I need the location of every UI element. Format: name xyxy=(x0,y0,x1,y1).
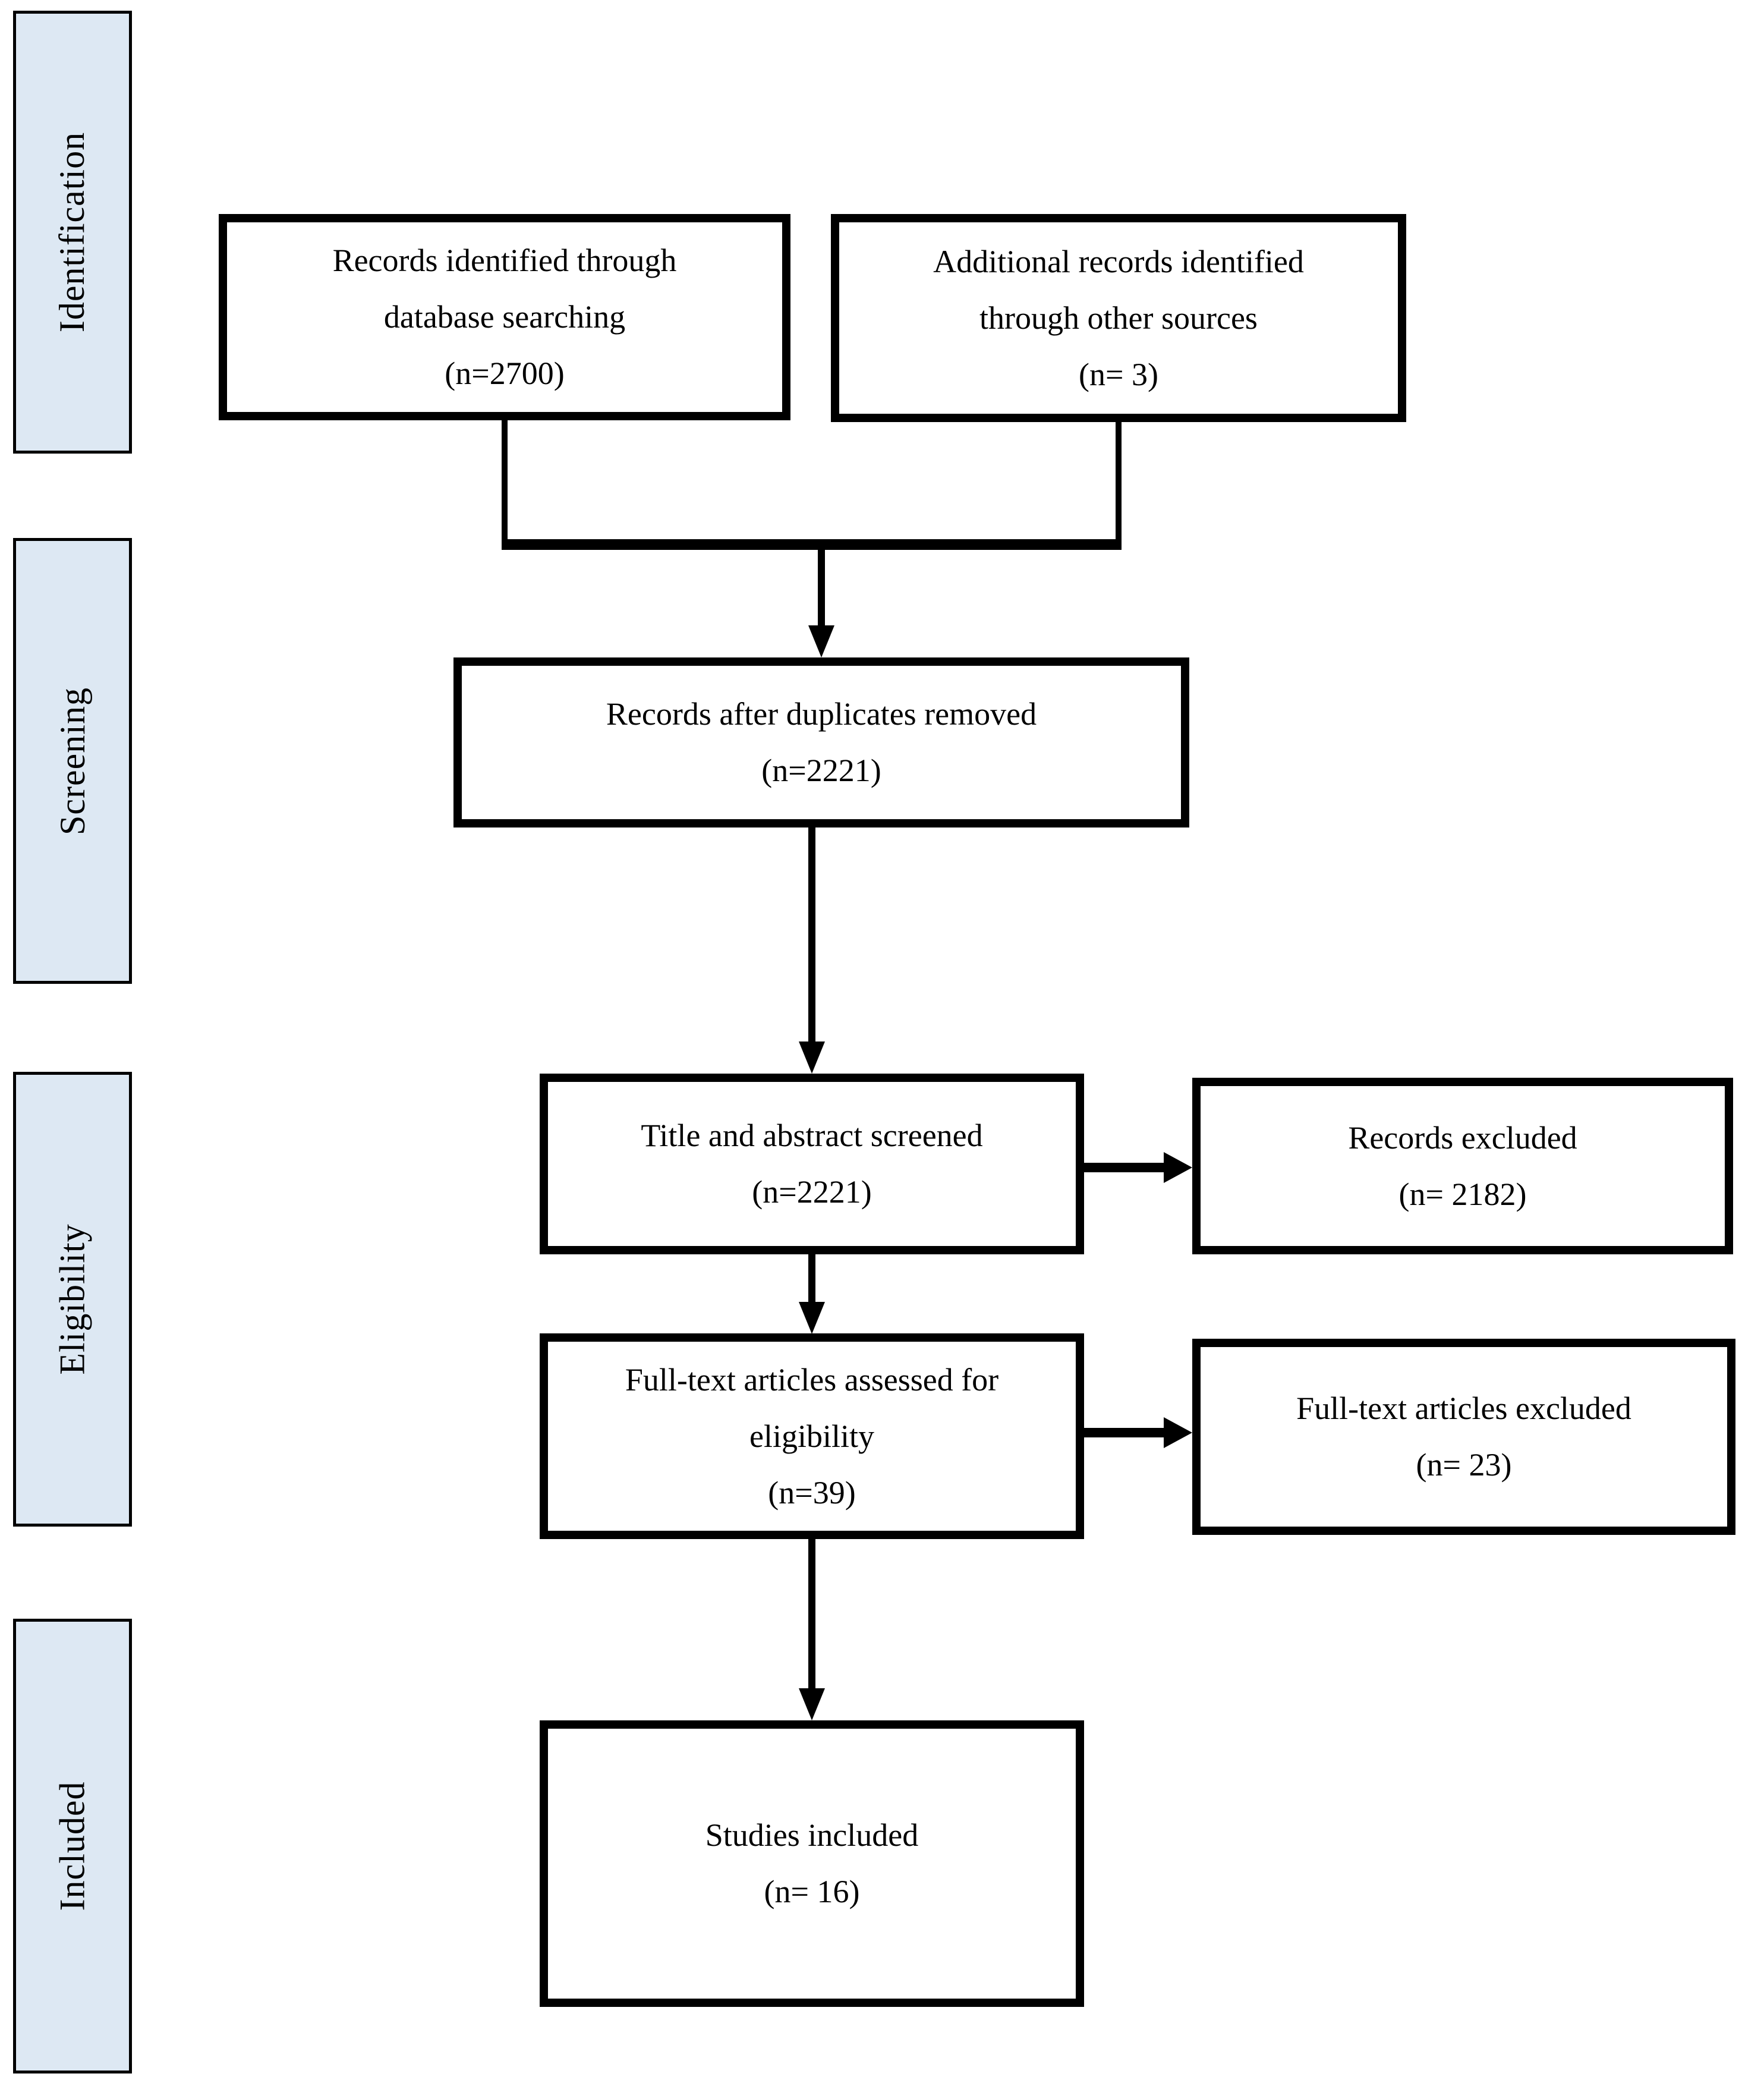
arrow-to-records-excluded-head xyxy=(1164,1152,1192,1183)
box-count: (n= 16) xyxy=(764,1874,860,1909)
box-count: (n= 3) xyxy=(1079,356,1158,392)
box-additional-records: Additional records identified through ot… xyxy=(831,214,1406,422)
box-records-identified: Records identified through database sear… xyxy=(219,214,790,420)
box-count: (n=2221) xyxy=(752,1174,872,1210)
box-text-line: eligibility xyxy=(749,1418,874,1454)
stage-label-included: Included xyxy=(52,1781,92,1911)
arrow-to-included-head xyxy=(799,1688,825,1720)
stage-bar-eligibility: Eligibility xyxy=(13,1072,132,1527)
box-title-abstract-screened: Title and abstract screened (n=2221) xyxy=(540,1074,1084,1254)
box-text-line: Title and abstract screened xyxy=(641,1118,983,1153)
box-after-duplicates: Records after duplicates removed (n=2221… xyxy=(453,657,1189,827)
arrow-to-duplicates-head xyxy=(808,625,834,657)
connector-right-drop-line xyxy=(1116,421,1122,545)
box-text-line: Records excluded xyxy=(1348,1119,1577,1156)
box-text-line: Records identified through xyxy=(332,243,677,278)
connector-merge-line xyxy=(502,539,1122,550)
box-count: (n= 23) xyxy=(1416,1447,1512,1483)
stage-bar-identification: Identification xyxy=(13,11,132,454)
box-fulltext-assessed: Full-text articles assessed for eligibil… xyxy=(540,1333,1084,1539)
stage-bar-screening: Screening xyxy=(13,538,132,984)
connector-left-drop-line xyxy=(502,419,508,545)
box-text-line: Records after duplicates removed xyxy=(606,696,1037,732)
arrow-to-screened-head xyxy=(799,1042,825,1074)
box-fulltext-excluded: Full-text articles excluded (n= 23) xyxy=(1192,1339,1735,1535)
box-text-line: Studies included xyxy=(705,1817,919,1853)
stage-bar-included: Included xyxy=(13,1619,132,2073)
box-count: (n=2700) xyxy=(445,355,565,391)
box-text-line: through other sources xyxy=(979,300,1258,336)
box-count: (n=39) xyxy=(768,1474,856,1511)
arrow-to-fulltext-shaft xyxy=(808,1253,815,1303)
stage-label-screening: Screening xyxy=(52,687,92,835)
arrow-to-duplicates-shaft xyxy=(818,550,825,627)
box-text-line: Additional records identified xyxy=(933,243,1304,279)
box-text-line: Full-text articles excluded xyxy=(1296,1390,1631,1426)
stage-label-identification: Identification xyxy=(52,131,92,333)
box-text-line: Full-text articles assessed for xyxy=(625,1361,999,1398)
box-studies-included: Studies included (n= 16) xyxy=(540,1720,1084,2007)
box-count: (n= 2182) xyxy=(1398,1176,1527,1212)
box-records-excluded: Records excluded (n= 2182) xyxy=(1192,1078,1733,1254)
arrow-to-fulltext-head xyxy=(799,1302,825,1334)
box-count: (n=2221) xyxy=(761,753,881,788)
arrow-to-included-shaft xyxy=(808,1538,815,1689)
arrow-to-records-excluded-shaft xyxy=(1083,1163,1165,1172)
arrow-to-fulltext-excluded-shaft xyxy=(1083,1428,1165,1437)
arrow-to-screened-shaft xyxy=(808,826,815,1042)
box-text-line: database searching xyxy=(383,299,626,335)
stage-label-eligibility: Eligibility xyxy=(52,1223,92,1375)
arrow-to-fulltext-excluded-head xyxy=(1164,1417,1192,1448)
